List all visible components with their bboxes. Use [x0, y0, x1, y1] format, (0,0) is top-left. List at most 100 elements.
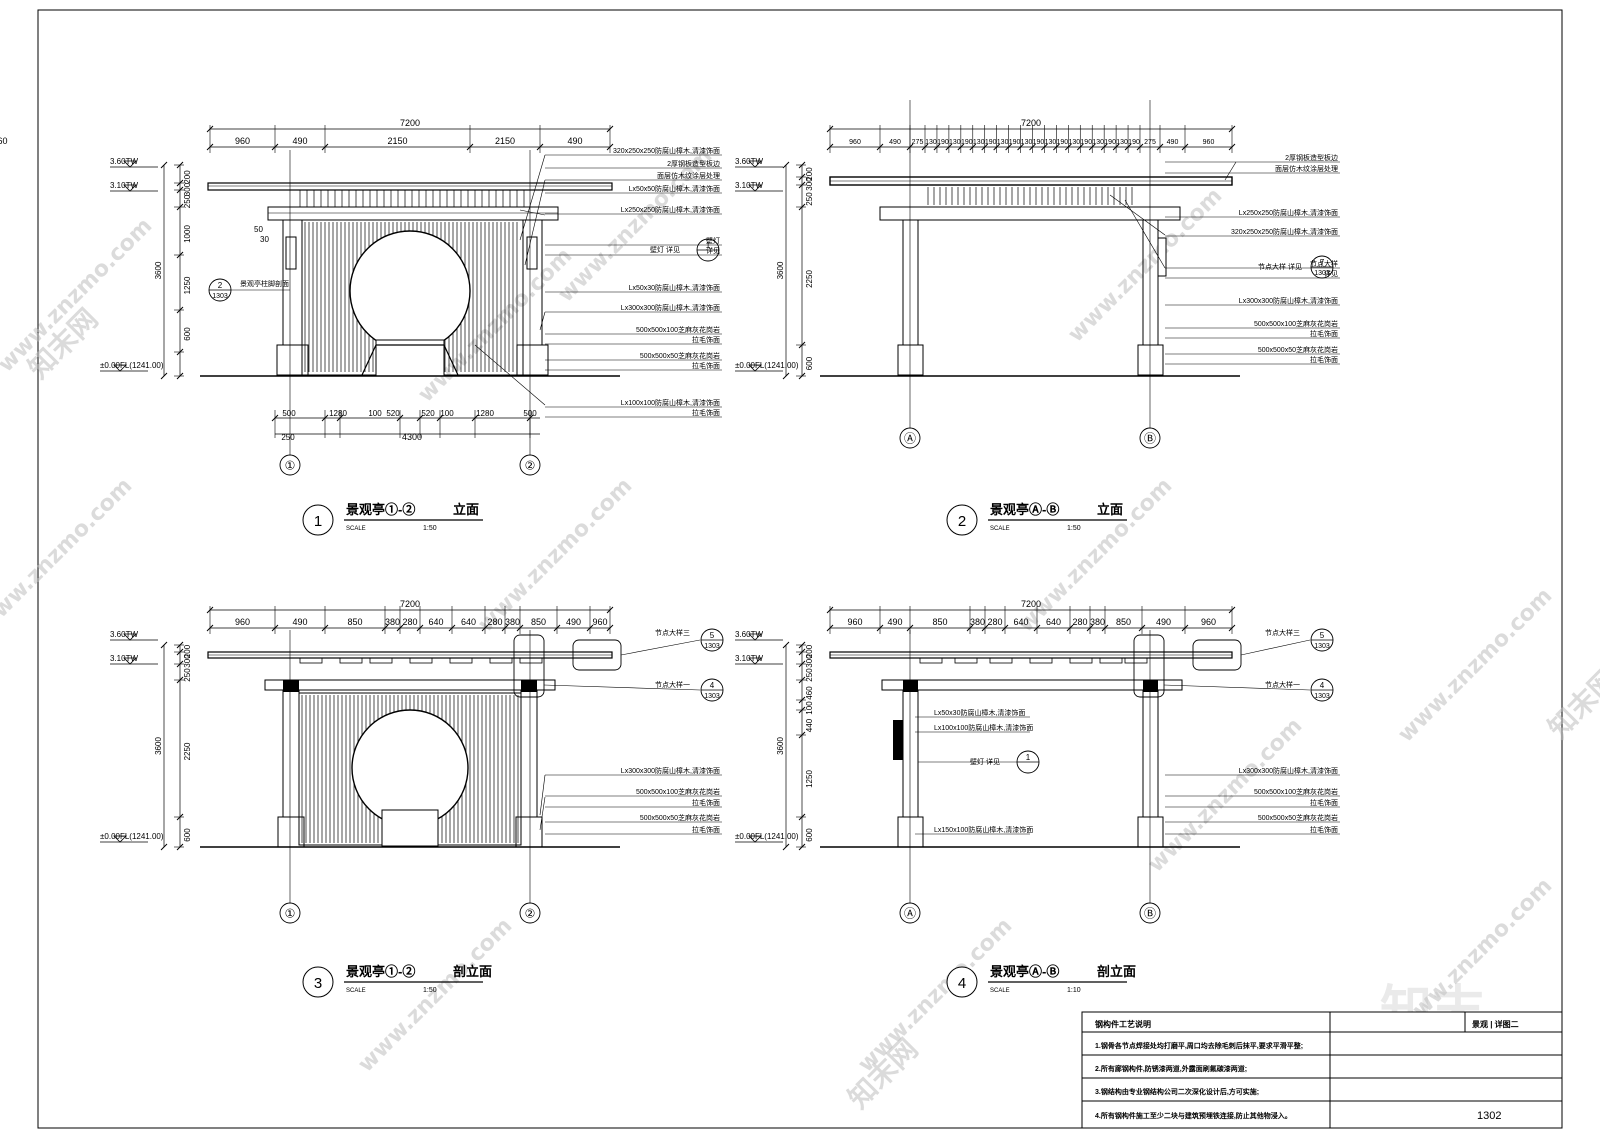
outline	[1124, 657, 1148, 664]
material-note: Lx50x50防腐山樟木,清漆饰面	[629, 184, 720, 193]
line-work	[466, 143, 474, 151]
line-work	[876, 624, 884, 632]
detail-ref-sheet: 1303	[1314, 693, 1330, 700]
material-note: Lx300x300防腐山樟木,清漆饰面	[621, 766, 720, 775]
dimension-label: 640	[1046, 617, 1061, 627]
dimension-label: 380	[385, 617, 400, 627]
dimension-label: 280	[1072, 617, 1087, 627]
line-work	[1136, 143, 1144, 151]
material-note: 500x500x100芝麻灰花岗岩	[1254, 787, 1338, 796]
material-note: 节点大样	[1310, 259, 1338, 268]
line-work	[826, 125, 834, 133]
level-triangle	[748, 364, 762, 372]
line-work	[798, 843, 806, 851]
notes-item: 2.所有廊钢构件,防锈漆两道,外露面刷氟碳漆两道;	[1095, 1064, 1247, 1073]
line-work	[1224, 161, 1237, 181]
dimension-label: 960	[847, 617, 862, 627]
outline	[1137, 344, 1164, 376]
outline	[897, 344, 924, 376]
detail-ref-number: 4	[1320, 681, 1325, 690]
detail-ref-label: 节点大样一	[655, 680, 690, 689]
line-work	[176, 251, 184, 259]
line-work	[176, 348, 184, 356]
detail-ref-label: 景观亭柱脚剖面	[240, 279, 289, 288]
line-work	[606, 624, 614, 632]
dimension-label: 190	[937, 139, 949, 146]
level-label: 3.60TW	[110, 157, 138, 166]
line-work	[798, 173, 806, 181]
line-work	[586, 624, 594, 632]
outline	[919, 657, 943, 664]
view-title: 景观亭①-②	[346, 502, 415, 517]
line-work	[160, 372, 168, 380]
material-note: 拉毛饰面	[1310, 825, 1338, 834]
line-work	[471, 414, 479, 422]
material-note: 500x500x50芝麻灰花岗岩	[1258, 345, 1338, 354]
line-work	[798, 813, 806, 821]
wall-light	[893, 720, 903, 760]
level-label: 3.60TW	[735, 157, 763, 166]
detail-ref-number: 5	[710, 631, 715, 640]
outline	[369, 657, 393, 664]
dimension-label: 3600	[776, 737, 785, 755]
line-work	[1100, 143, 1108, 151]
material-note: 500x500x50芝麻灰花岗岩	[640, 813, 720, 822]
dimension-label: 190	[1057, 139, 1069, 146]
overall-dimension: 7200	[1021, 118, 1041, 128]
dimension-label: 490	[889, 139, 901, 146]
line-work	[606, 125, 614, 133]
line-work	[176, 306, 184, 314]
material-note: 500x500x100芝麻灰花岗岩	[636, 325, 720, 334]
line-work	[1017, 143, 1024, 151]
line-work	[396, 624, 404, 632]
line-work	[921, 143, 929, 151]
detail-ref-label: 壁灯 详见	[970, 757, 1000, 766]
material-note: 2厚钢板造型板边	[667, 159, 720, 168]
line-work	[1029, 143, 1036, 151]
detail-ref-label: 节点大样一	[1265, 680, 1300, 689]
line-work	[176, 641, 184, 649]
scale-value: 1:50	[423, 987, 437, 994]
beam-section	[283, 680, 299, 692]
level-triangle	[113, 364, 127, 372]
material-note: 面层仿木纹涂层处理	[1275, 164, 1338, 173]
line-work	[798, 161, 806, 169]
material-note: 壁灯	[706, 236, 720, 245]
dimension-label: 960	[235, 617, 250, 627]
scale-value: 1:50	[1067, 525, 1081, 532]
dimension-label: 640	[461, 617, 476, 627]
dimension-label: 960	[849, 139, 861, 146]
line-work	[798, 660, 806, 668]
outline	[489, 657, 513, 664]
view-kind: 剖立面	[453, 964, 492, 979]
dimension-label: 190	[1128, 139, 1140, 146]
dimension-label: 190	[961, 139, 973, 146]
line-work	[826, 606, 834, 614]
dimension-label: 440	[805, 718, 814, 732]
outline	[264, 679, 556, 691]
line-work	[782, 372, 790, 380]
notes-item: 4.所有钢构件施工至少二块与建筑预埋铁连接,防止其他物浸入。	[1095, 1111, 1292, 1120]
dimension-label: 300	[183, 654, 192, 668]
line-work	[1086, 624, 1094, 632]
line-work	[519, 209, 546, 216]
notes-item: 3.钢结构由专业钢结构公司二次深化设计后,方可实施;	[1095, 1087, 1259, 1096]
axis-bubble	[1139, 902, 1161, 924]
level-triangle	[748, 633, 762, 641]
line-work	[1228, 606, 1236, 614]
line-work	[782, 641, 790, 649]
axis-label: Ⓐ	[904, 431, 916, 445]
detail-ref-label: 节点大样三	[1265, 628, 1300, 637]
beam-section	[1143, 680, 1158, 692]
view-number: 3	[314, 975, 322, 992]
dimension-label: 1250	[805, 770, 814, 788]
dimension-label: 1280	[329, 409, 347, 418]
outline	[276, 344, 309, 376]
dimension-label: 100	[805, 701, 814, 715]
dimension-label: 490	[292, 136, 307, 146]
outline	[1157, 237, 1167, 277]
line-work	[206, 624, 214, 632]
view-title: 景观亭Ⓐ-Ⓑ	[990, 964, 1059, 979]
line-work	[539, 311, 546, 331]
line-work	[1124, 143, 1132, 151]
